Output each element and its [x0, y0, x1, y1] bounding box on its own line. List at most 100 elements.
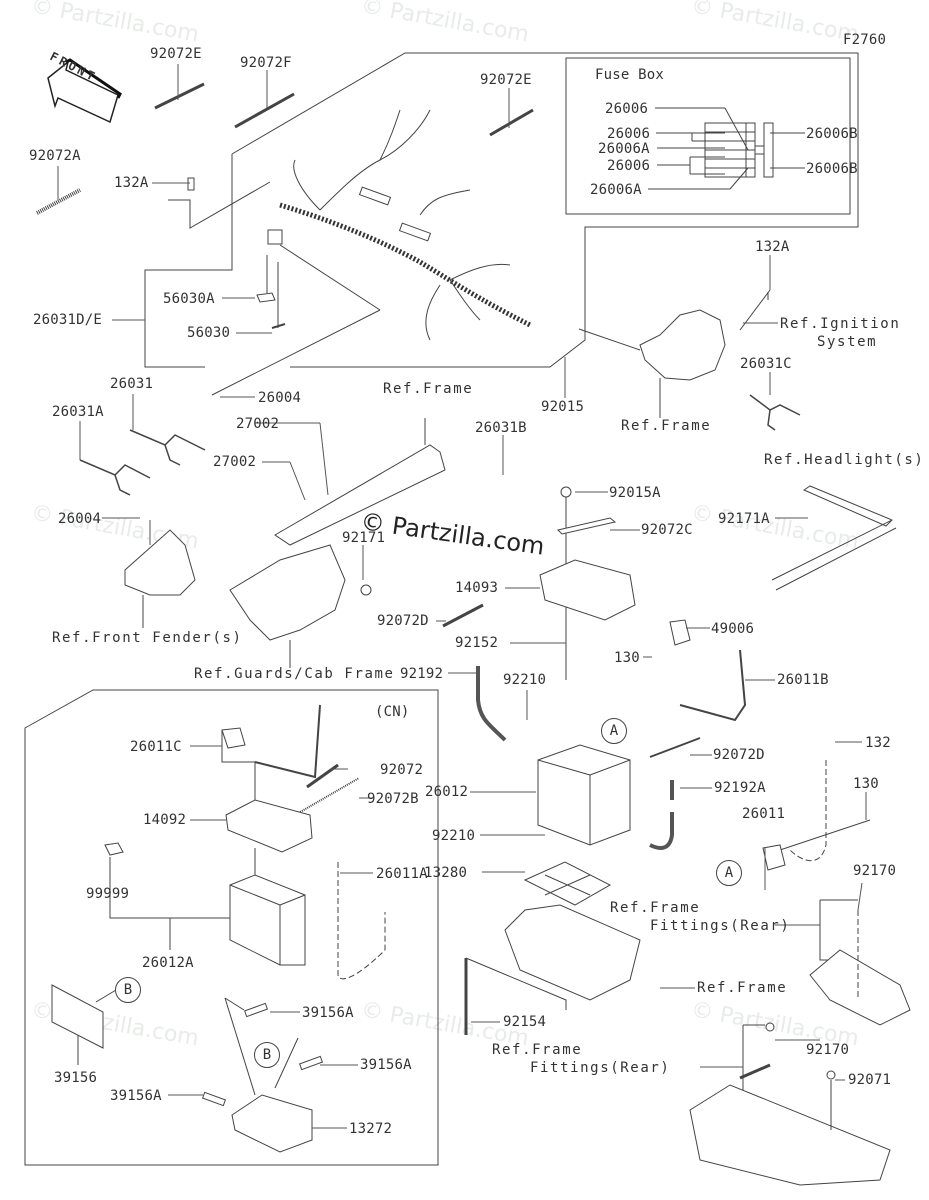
- part-label[interactable]: 26006B: [806, 126, 858, 142]
- part-label[interactable]: 92072A: [29, 148, 81, 164]
- part-label[interactable]: 92210: [432, 828, 476, 844]
- part-label[interactable]: 26006B: [806, 161, 858, 177]
- rear-fitting-plate-illustration: [809, 949, 911, 1026]
- reference-label: Ref.Frame: [383, 381, 474, 397]
- part-label[interactable]: 27002: [213, 454, 257, 470]
- part-label[interactable]: 26031B: [475, 420, 527, 436]
- part-label[interactable]: 26031C: [740, 356, 792, 372]
- reference-label: Ref.Front Fender(s): [52, 630, 243, 646]
- battery-holder-illustration: [539, 559, 636, 621]
- part-label[interactable]: 92071: [848, 1072, 892, 1088]
- part-label[interactable]: 26011: [742, 806, 786, 822]
- part-label[interactable]: 39156: [54, 1070, 98, 1086]
- part-label[interactable]: 92015A: [609, 485, 661, 501]
- part-label[interactable]: 26012: [425, 784, 469, 800]
- part-label[interactable]: 132A: [755, 239, 790, 255]
- reference-label: Fittings(Rear): [530, 1060, 671, 1076]
- part-label[interactable]: 26004: [58, 511, 102, 527]
- harness-group-outline: [144, 52, 859, 368]
- part-label[interactable]: 132: [865, 735, 891, 751]
- reference-label: Ref.Frame: [621, 418, 712, 434]
- callout-b: B: [115, 977, 141, 1003]
- rear-fitting-plate-illustration: [689, 1084, 891, 1186]
- part-label[interactable]: 92170: [853, 863, 897, 879]
- cn-box-title: (CN): [375, 704, 410, 720]
- part-label[interactable]: 49006: [711, 621, 755, 637]
- part-label[interactable]: 92072D: [713, 747, 765, 763]
- reference-label: Fittings(Rear): [650, 918, 791, 934]
- callout-b: B: [254, 1042, 280, 1068]
- part-label[interactable]: 130: [614, 650, 640, 666]
- part-label[interactable]: 92171: [342, 530, 386, 546]
- reference-label: Ref.Headlight(s): [764, 452, 925, 468]
- part-label[interactable]: 26004: [258, 390, 302, 406]
- part-label[interactable]: 132A: [114, 175, 149, 191]
- part-label[interactable]: 27002: [236, 416, 280, 432]
- part-label[interactable]: 26031D/E: [33, 312, 103, 328]
- part-label[interactable]: 39156A: [302, 1005, 354, 1021]
- part-label[interactable]: 92072D: [377, 613, 429, 629]
- part-label[interactable]: 56030A: [163, 291, 215, 307]
- part-label[interactable]: 92154: [503, 1014, 547, 1030]
- callout-a: A: [601, 718, 627, 744]
- part-label[interactable]: 39156A: [360, 1057, 412, 1073]
- part-label[interactable]: 26006: [607, 126, 651, 142]
- part-label[interactable]: 99999: [86, 886, 130, 902]
- part-label[interactable]: 26012A: [142, 955, 194, 971]
- part-label[interactable]: 26011A: [376, 866, 428, 882]
- battery-bracket-illustration: [231, 1094, 313, 1153]
- part-label[interactable]: 13272: [349, 1121, 393, 1137]
- reference-label: System: [817, 334, 878, 350]
- cn-box-frame: [24, 689, 439, 1166]
- battery-cover-illustration: [225, 799, 313, 853]
- part-label[interactable]: 130: [853, 776, 879, 792]
- headlight-frame-illustration: [771, 485, 897, 591]
- part-label[interactable]: 92072: [380, 762, 424, 778]
- part-label[interactable]: 26031A: [52, 404, 104, 420]
- frame-rail-illustration: [274, 444, 446, 546]
- fuse-box-frame: [565, 57, 851, 215]
- part-label[interactable]: 26011B: [777, 672, 829, 688]
- battery-carrier-illustration: [504, 904, 641, 1001]
- reference-label: Ref.Frame: [697, 980, 788, 996]
- reference-label: Ref.Frame: [610, 900, 701, 916]
- battery-illustration: [537, 744, 631, 846]
- part-label[interactable]: 92072E: [480, 72, 532, 88]
- part-label[interactable]: 26006A: [598, 141, 650, 157]
- front-fender-illustration: [124, 529, 196, 596]
- part-label[interactable]: 56030: [187, 325, 231, 341]
- battery-cn-illustration: [229, 874, 306, 966]
- callout-a: A: [716, 860, 742, 886]
- part-label[interactable]: 92072C: [641, 522, 693, 538]
- diagram-code: F2760: [843, 32, 887, 48]
- part-label[interactable]: 26006A: [590, 182, 642, 198]
- part-label[interactable]: 92170: [806, 1042, 850, 1058]
- fuse-box-title: Fuse Box: [595, 67, 665, 83]
- battery-tray-illustration: [523, 861, 612, 906]
- part-label[interactable]: 92072B: [367, 791, 419, 807]
- part-label[interactable]: 92192: [400, 666, 444, 682]
- guards-illustration: [229, 544, 346, 641]
- part-label[interactable]: 92072F: [240, 55, 292, 71]
- part-label[interactable]: 14092: [143, 812, 187, 828]
- part-label[interactable]: 26011C: [130, 739, 182, 755]
- part-label[interactable]: 14093: [455, 580, 499, 596]
- part-label[interactable]: 26006: [607, 158, 651, 174]
- part-label[interactable]: 92015: [541, 399, 585, 415]
- part-label[interactable]: 92072E: [150, 46, 202, 62]
- part-label[interactable]: 13280: [424, 865, 468, 881]
- part-label[interactable]: 92171A: [718, 511, 770, 527]
- frame-bracket-illustration: [639, 309, 726, 381]
- part-label[interactable]: 39156A: [110, 1088, 162, 1104]
- part-label[interactable]: 92192A: [714, 780, 766, 796]
- part-label[interactable]: 92152: [455, 635, 499, 651]
- part-label[interactable]: 26031: [110, 376, 154, 392]
- part-label[interactable]: 26006: [605, 101, 649, 117]
- reference-label: Ref.Guards/Cab Frame: [194, 666, 395, 682]
- front-arrow-icon: [47, 60, 119, 124]
- reference-label: Ref.Frame: [492, 1042, 583, 1058]
- reference-label: Ref.Ignition: [780, 316, 901, 332]
- part-label[interactable]: 92210: [503, 672, 547, 688]
